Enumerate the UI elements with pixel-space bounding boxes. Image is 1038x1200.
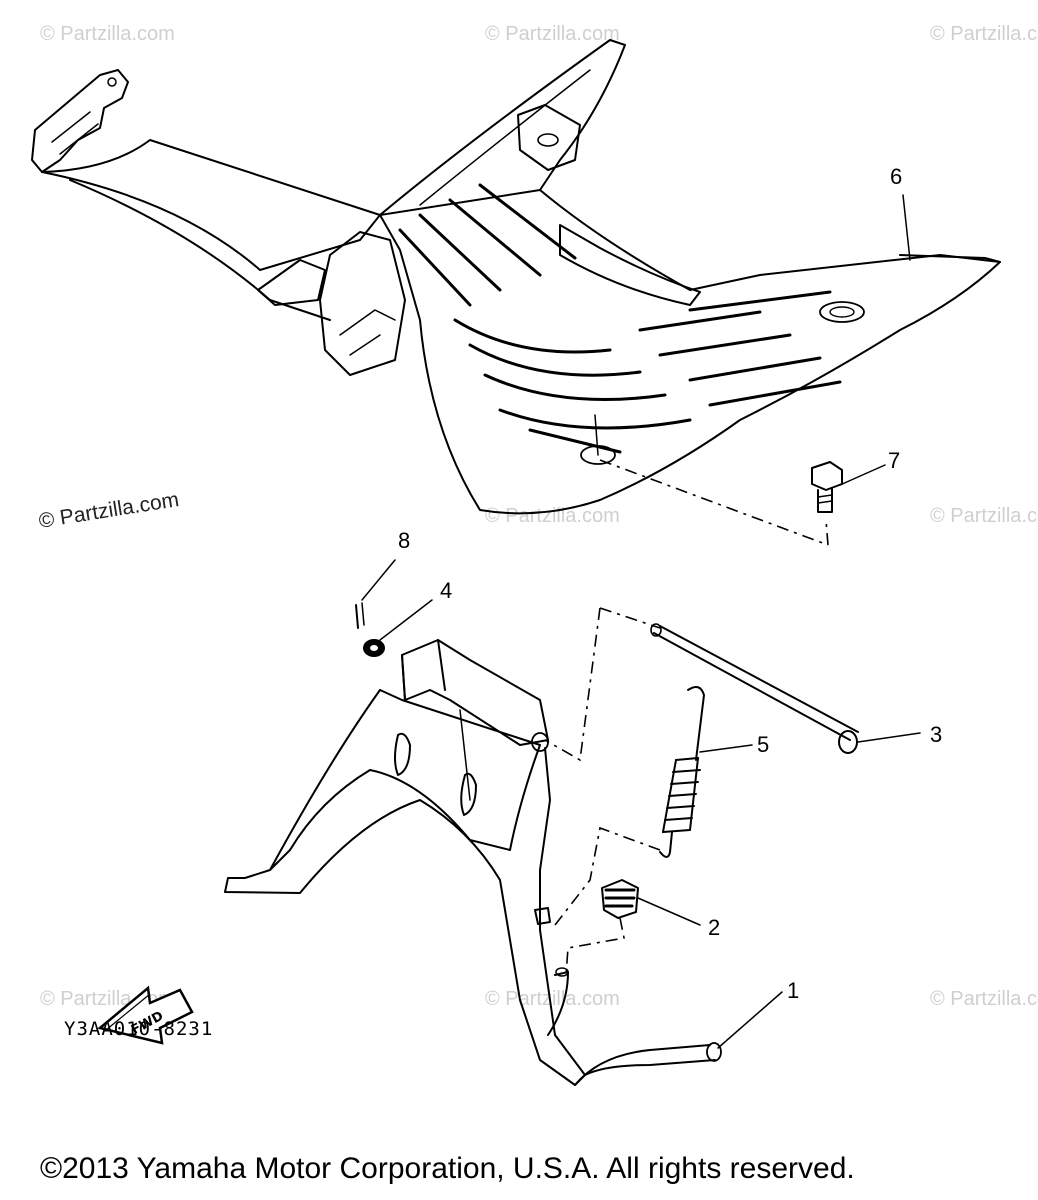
washer-part-4 (363, 639, 385, 657)
callout-1: 1 (787, 978, 799, 1003)
main-stand-part-1 (224, 639, 722, 1086)
callout-3: 3 (930, 722, 942, 747)
watermark: © Partzilla.com (485, 988, 620, 1010)
watermark: © Partzilla.com (485, 23, 620, 45)
callout-2: 2 (708, 915, 720, 940)
bolt-part-7 (811, 461, 843, 513)
leader-lines (361, 194, 921, 1049)
watermark: © Partzilla.com (930, 23, 1038, 45)
watermark: © Partzilla.com (40, 23, 175, 45)
footrest-board-part-6 (31, 39, 1001, 515)
shaft-part-3 (650, 623, 859, 754)
callout-6: 6 (890, 164, 902, 189)
cotter-pin-part-8 (355, 602, 365, 629)
watermark: © Partzilla.com (485, 505, 620, 527)
watermark-side: © Partzilla.com (37, 488, 180, 533)
callout-8: 8 (398, 528, 410, 553)
watermark: © Partzilla.com (930, 505, 1038, 527)
callout-4: 4 (440, 578, 452, 603)
watermark: © Partzilla.com (930, 988, 1038, 1010)
callout-5: 5 (757, 732, 769, 757)
diagram-code: Y3AA010-8231 (64, 1018, 214, 1040)
callout-7: 7 (888, 448, 900, 473)
copyright-notice: ©2013 Yamaha Motor Corporation, U.S.A. A… (40, 1152, 855, 1185)
stopper-part-2 (601, 879, 639, 919)
forward-arrow-icon: FWD (97, 985, 194, 1045)
spring-part-5 (659, 685, 705, 858)
assembly-lines (544, 459, 829, 976)
